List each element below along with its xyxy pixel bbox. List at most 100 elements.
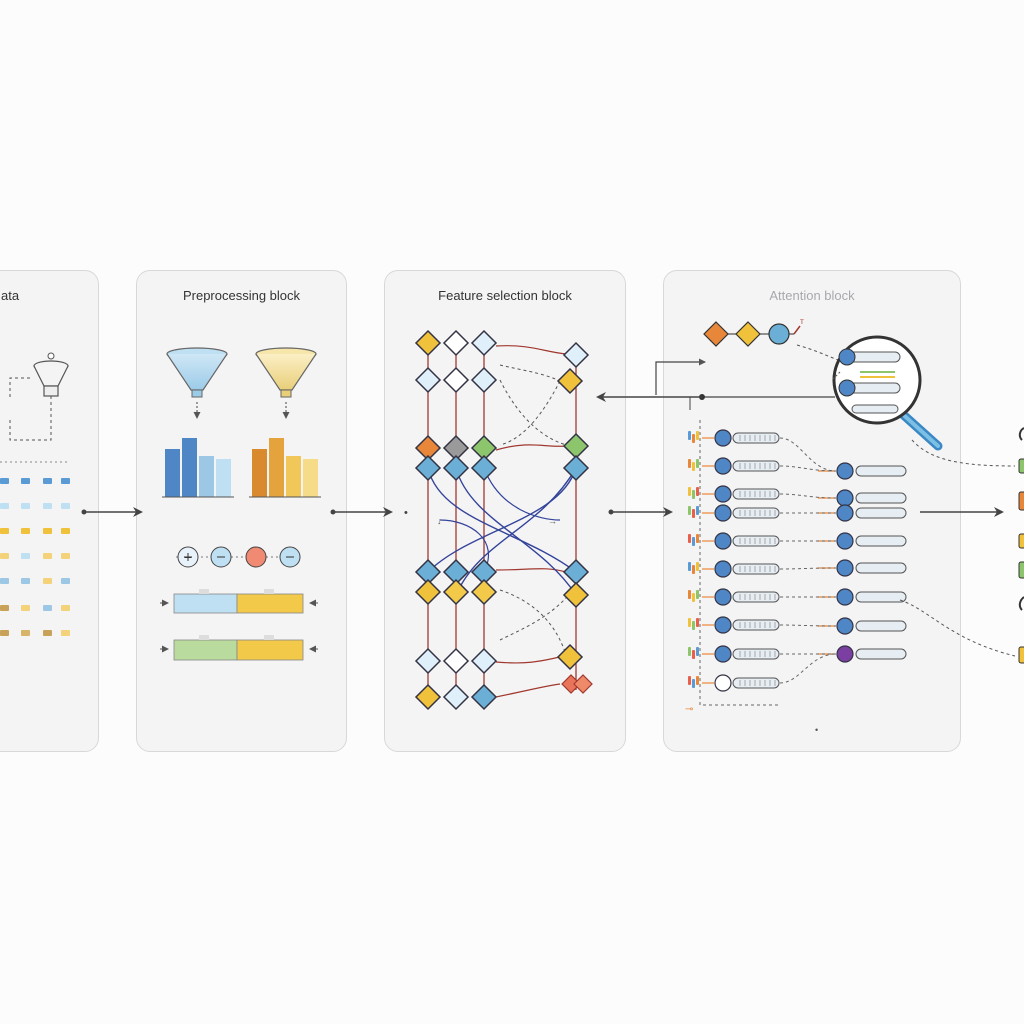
feature-links [427, 345, 577, 698]
feature-node [442, 578, 470, 606]
data-cell [0, 605, 9, 611]
data-cell [61, 503, 70, 509]
input-token [696, 506, 699, 515]
feature-node [556, 367, 584, 395]
input-token [692, 621, 695, 630]
attention-link [779, 437, 837, 472]
funnel-icon [166, 347, 228, 398]
feature-node [442, 454, 470, 482]
attention-capsule [732, 677, 780, 689]
data-cell [61, 528, 70, 534]
data-cell [61, 578, 70, 584]
input-token [692, 509, 695, 518]
input-token [688, 562, 691, 571]
feature-node [562, 454, 590, 482]
input-token [688, 431, 691, 440]
data-cell [0, 528, 9, 534]
data-cell [61, 553, 70, 559]
feature-nodes [414, 329, 593, 711]
attention-node [714, 532, 732, 550]
arrow-right-icon [330, 507, 393, 517]
attention-link [779, 493, 837, 499]
input-token [688, 676, 691, 685]
attention-link [779, 465, 837, 472]
data-cell [21, 503, 30, 509]
attention-node [714, 674, 732, 692]
attention-capsule [855, 562, 907, 574]
attention-capsule [732, 507, 780, 519]
data-cell [61, 478, 70, 484]
feature-node [470, 647, 498, 675]
data-cell-grid [0, 478, 70, 636]
attention-link [779, 624, 837, 627]
attention-node [836, 617, 854, 635]
feature-node [562, 558, 590, 586]
feature-node [414, 329, 442, 357]
input-token [692, 462, 695, 471]
data-cell [43, 630, 52, 636]
data-cell [21, 478, 30, 484]
attention-capsule [732, 488, 780, 500]
feature-node [414, 578, 442, 606]
feature-node [470, 329, 498, 357]
operator-nodes: + [176, 546, 301, 568]
data-cell [0, 578, 9, 584]
feature-node [470, 366, 498, 394]
feature-node [414, 647, 442, 675]
attention-capsule [855, 465, 907, 477]
small-mark: → [548, 516, 557, 526]
attention-node [714, 457, 732, 475]
small-mark: • [815, 725, 818, 735]
data-cell [0, 503, 9, 509]
feature-node [573, 674, 593, 694]
feature-node [442, 647, 470, 675]
attention-node [714, 485, 732, 503]
input-token [696, 487, 699, 496]
data-cell [43, 553, 52, 559]
input-token [696, 590, 699, 599]
attention-capsule [732, 619, 780, 631]
small-mark: ↓ [437, 516, 442, 526]
input-token [692, 650, 695, 659]
attention-capsule [732, 563, 780, 575]
attention-capsule [855, 535, 907, 547]
data-cell [21, 630, 30, 636]
preprocessing-panel-graphics: + [160, 347, 321, 661]
data-panel-graphics [0, 352, 70, 636]
data-cell [43, 478, 52, 484]
arrow-right-icon [608, 507, 673, 517]
attention-capsule [732, 460, 780, 472]
data-cell [43, 503, 52, 509]
arrow-right-icon [81, 507, 143, 517]
input-token [688, 459, 691, 468]
attention-node [714, 588, 732, 606]
attention-capsule [732, 591, 780, 603]
attention-graphics: ᵀ ⊸ • [655, 318, 1016, 735]
feature-node [562, 432, 590, 460]
attention-capsule [732, 648, 780, 660]
data-cell [0, 553, 9, 559]
feature-bar-2 [160, 635, 318, 661]
attention-node [714, 504, 732, 522]
input-token [692, 490, 695, 499]
feature-node [470, 578, 498, 606]
data-cell [21, 553, 30, 559]
attention-node [836, 462, 854, 480]
input-token [696, 459, 699, 468]
input-token [688, 618, 691, 627]
attention-link [699, 420, 780, 706]
attention-node [836, 504, 854, 522]
feature-node [562, 341, 590, 369]
feature-selection-panel-title: Feature selection block [438, 288, 572, 303]
input-token [688, 506, 691, 515]
svg-text:ᵀ: ᵀ [800, 318, 804, 328]
attention-panel-title: Attention block [769, 288, 855, 303]
attention-node [836, 489, 854, 507]
input-token [688, 590, 691, 599]
feature-node [562, 581, 590, 609]
data-panel-title: ata [1, 288, 20, 303]
attention-node [836, 588, 854, 606]
input-token [692, 565, 695, 574]
preprocessing-panel-title: Preprocessing block [182, 288, 301, 303]
